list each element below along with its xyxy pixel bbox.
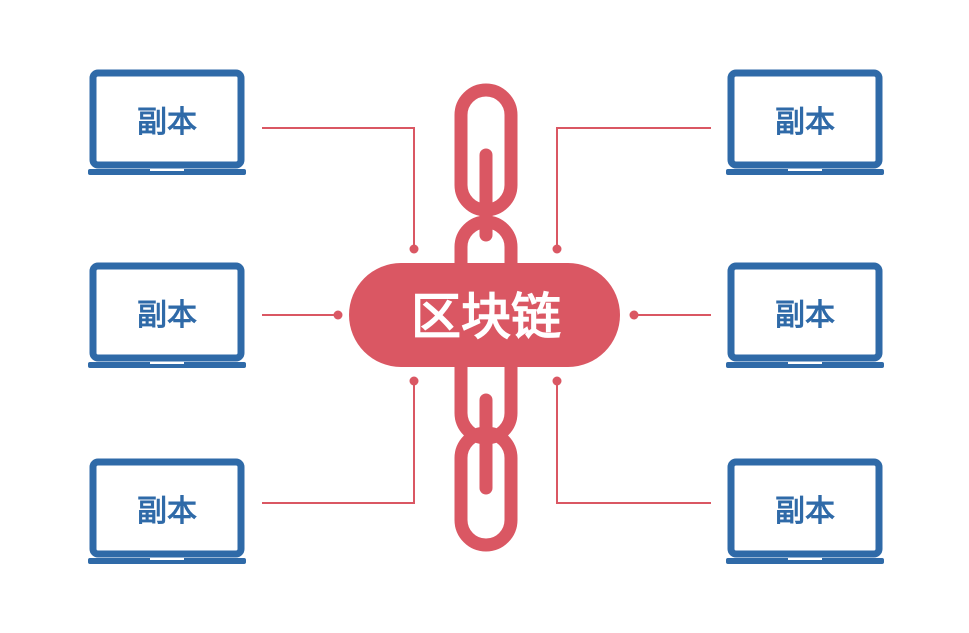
- connector-dot: [629, 310, 639, 320]
- laptop-screen: [89, 262, 245, 362]
- laptop-notch: [788, 558, 822, 560]
- laptop-notch: [788, 362, 822, 364]
- laptop-label: 副本: [137, 494, 197, 529]
- connector-dot: [409, 376, 419, 386]
- laptop-copy-bottom-left: 副本: [88, 458, 246, 564]
- connector-bottom-right: [556, 381, 711, 504]
- laptop-label: 副本: [775, 105, 835, 140]
- laptop-base: [88, 362, 246, 368]
- connector-bottom-left: [262, 381, 415, 504]
- connector-top-left: [262, 127, 415, 249]
- connector-dot: [409, 244, 419, 254]
- blockchain-pill: [349, 263, 620, 367]
- laptop-screen: [727, 458, 883, 558]
- laptop-copy-top-right: 副本: [726, 69, 884, 175]
- laptop-label: 副本: [775, 494, 835, 529]
- laptop-screen: [727, 262, 883, 362]
- laptop-screen: [89, 69, 245, 169]
- laptop-base: [726, 169, 884, 175]
- laptop-base: [88, 169, 246, 175]
- laptop-base: [726, 558, 884, 564]
- laptop-screen: [89, 458, 245, 558]
- laptop-screen: [727, 69, 883, 169]
- connector-dot: [552, 244, 562, 254]
- laptop-base: [88, 558, 246, 564]
- laptop-notch: [150, 558, 184, 560]
- connector-lines: [262, 127, 711, 504]
- laptop-label: 副本: [775, 298, 835, 333]
- blockchain-node: 区块链: [349, 263, 620, 367]
- laptop-notch: [150, 169, 184, 171]
- laptop-notch: [788, 169, 822, 171]
- connector-dot: [333, 310, 343, 320]
- connector-dot: [552, 376, 562, 386]
- laptop-copy-mid-left: 副本: [88, 262, 246, 368]
- laptop-label: 副本: [137, 105, 197, 140]
- laptop-copy-bottom-right: 副本: [726, 458, 884, 564]
- laptop-notch: [150, 362, 184, 364]
- connector-dots: [333, 244, 639, 386]
- laptop-copy-top-left: 副本: [88, 69, 246, 175]
- connector-top-right: [556, 127, 711, 249]
- blockchain-label: 区块链: [411, 288, 561, 346]
- laptop-base: [726, 362, 884, 368]
- laptop-copy-mid-right: 副本: [726, 262, 884, 368]
- laptop-label: 副本: [137, 298, 197, 333]
